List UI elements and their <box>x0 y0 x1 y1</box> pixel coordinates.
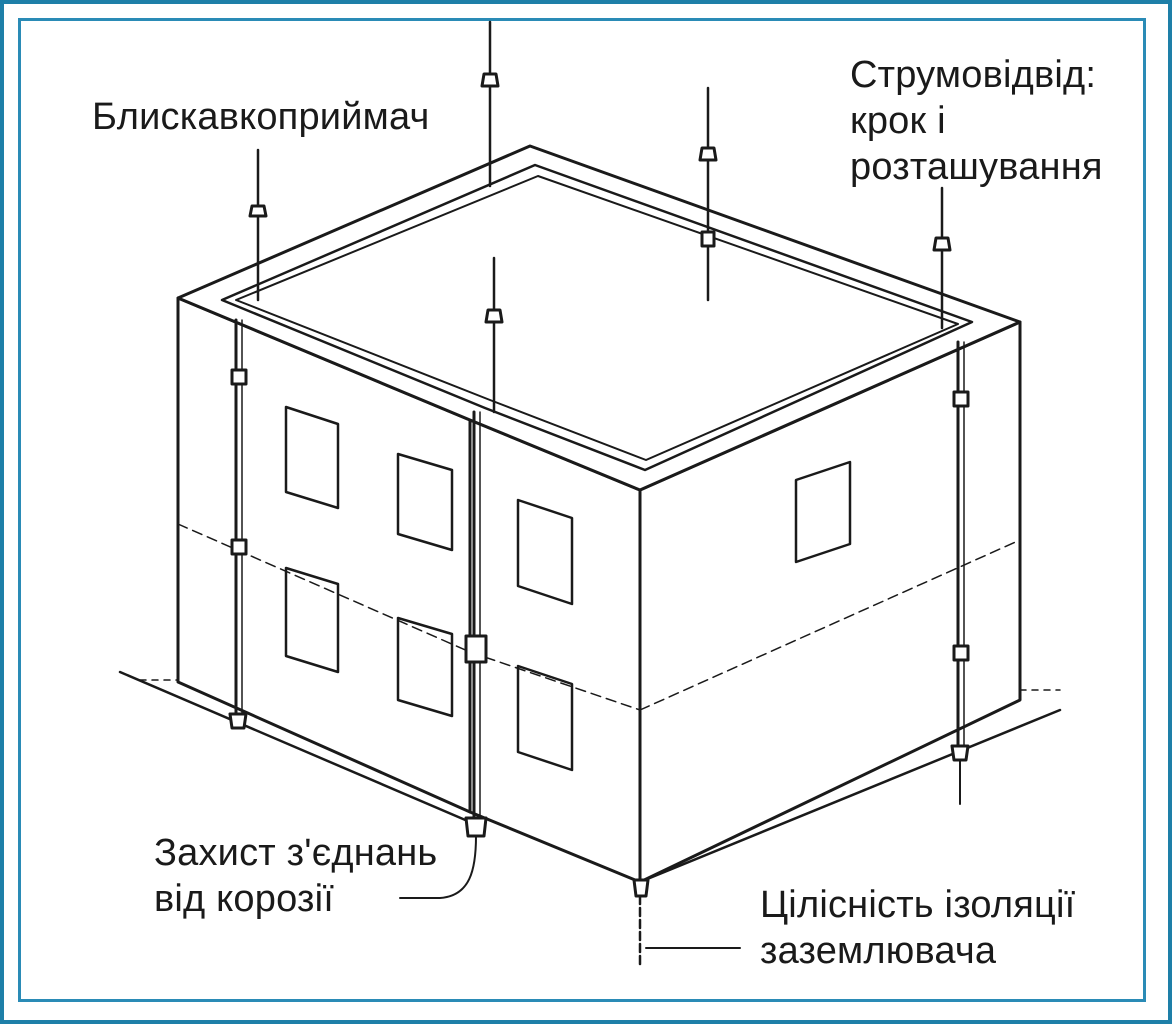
window <box>516 664 574 772</box>
clamp <box>480 72 500 88</box>
roof-parapet <box>220 163 974 472</box>
roof-conductor <box>235 175 959 461</box>
clamp <box>248 204 268 218</box>
ground-clamp <box>632 878 650 898</box>
label-earth-insulation: Цілісність ізоляції заземлювача <box>760 884 1076 972</box>
clamp <box>484 308 504 324</box>
label-air-terminal: Блискавкоприймач <box>92 96 430 138</box>
connector <box>230 538 248 556</box>
ground-line-left <box>118 670 472 824</box>
ground-clamp <box>464 816 488 838</box>
floor-line-front <box>469 651 641 711</box>
window <box>794 460 852 564</box>
ground-line-right <box>638 708 1062 884</box>
connector <box>952 390 970 408</box>
window <box>396 452 454 552</box>
clamp <box>932 236 952 252</box>
leader-joint-protection <box>399 835 477 899</box>
floor-line-right <box>639 539 1021 711</box>
label-down-conductor: Струмовідвід: крок і розташування <box>850 54 1103 188</box>
window <box>284 566 340 674</box>
ground-clamp <box>950 744 970 762</box>
building-roof <box>176 144 1022 492</box>
window <box>284 405 340 510</box>
inner-frame <box>18 18 1146 1002</box>
ground-clamp <box>228 712 248 730</box>
connector <box>952 644 970 662</box>
window <box>516 498 574 606</box>
building-front-face <box>468 418 642 884</box>
connector <box>230 368 248 386</box>
window <box>396 616 454 718</box>
label-joint-protection: Захист з'єднань від корозії <box>154 832 438 920</box>
floor-line-left <box>177 523 471 653</box>
test-joint <box>464 634 488 664</box>
clamp <box>698 146 718 162</box>
clamp <box>700 230 716 248</box>
